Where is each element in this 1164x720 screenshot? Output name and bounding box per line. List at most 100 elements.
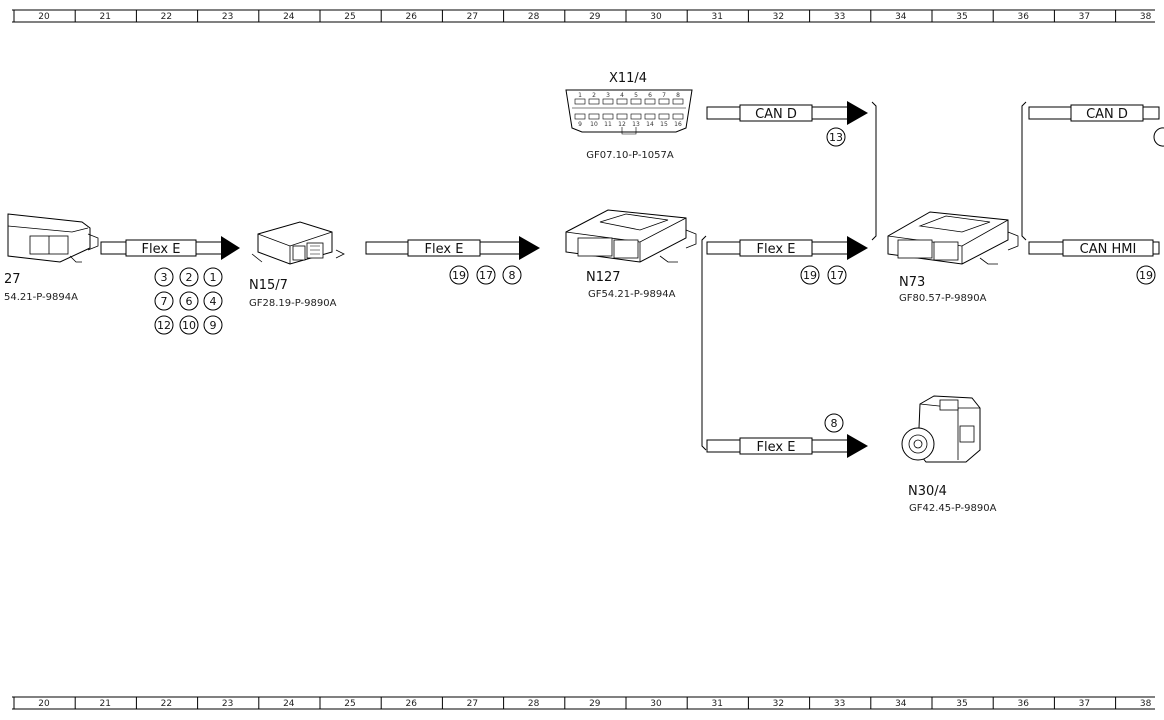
n127-code: GF54.21-P-9894A xyxy=(588,289,676,300)
pin-number: 7 xyxy=(662,92,666,99)
can-d-bus-1 xyxy=(706,101,868,125)
flex-e-bus-2 xyxy=(365,236,540,260)
n127-label: N127 xyxy=(586,270,621,285)
flex-e-label-1: Flex E xyxy=(142,242,181,257)
flex-e-bus-4 xyxy=(706,434,868,458)
marker: 6 xyxy=(186,295,193,308)
can-d-marker: 13 xyxy=(829,131,843,144)
ruler-label: 21 xyxy=(99,699,110,709)
flex-lower-marker-circle xyxy=(824,413,844,433)
n73-ecu-icon xyxy=(887,211,1019,265)
n30-4-abs-unit-icon xyxy=(901,395,981,463)
marker-group-1: 3 2 1 7 6 4 12 10 9 xyxy=(154,267,223,335)
n30-4-label: N30/4 xyxy=(908,484,947,499)
ruler-label: 20 xyxy=(38,12,50,22)
ruler-label: 30 xyxy=(650,12,662,22)
marker: 3 xyxy=(161,271,168,284)
ruler-label: 25 xyxy=(344,699,355,709)
marker-group-3: 19 17 xyxy=(800,265,847,285)
x11-4-pin-numbers: 1 2 3 4 5 6 7 8 9 10 11 12 13 14 15 16 xyxy=(578,92,682,128)
ruler-label: 38 xyxy=(1140,699,1152,709)
ruler-label: 24 xyxy=(283,12,295,22)
left-ecu-code: 54.21-P-9894A xyxy=(4,292,78,303)
marker: 10 xyxy=(182,319,196,332)
pin-number: 16 xyxy=(674,121,682,128)
ruler-label: 34 xyxy=(895,699,907,709)
flex-e-label-3: Flex E xyxy=(757,242,796,257)
ruler-label: 30 xyxy=(650,699,662,709)
marker: 19 xyxy=(803,269,817,282)
ruler-label: 36 xyxy=(1017,699,1029,709)
pin-number: 14 xyxy=(646,121,654,128)
n73-input-bracket xyxy=(871,101,877,241)
n73-output-bracket xyxy=(1021,101,1027,241)
n73-code: GF80.57-P-9890A xyxy=(899,293,987,304)
n15-7-module-icon xyxy=(251,221,345,265)
x11-4-code: GF07.10-P-1057A xyxy=(586,150,674,161)
marker: 8 xyxy=(509,269,516,282)
ruler-label: 32 xyxy=(773,12,784,22)
marker: 4 xyxy=(210,295,217,308)
ruler-label: 31 xyxy=(711,12,722,22)
ruler-label: 37 xyxy=(1079,12,1090,22)
n30-4-code: GF42.45-P-9890A xyxy=(909,503,997,514)
x11-4-diagnostic-connector-icon xyxy=(565,89,693,135)
pin-number: 5 xyxy=(634,92,638,99)
can-d-label-1: CAN D xyxy=(755,107,797,122)
ruler-label: 25 xyxy=(344,12,355,22)
ruler-label: 23 xyxy=(222,699,233,709)
ruler-label: 22 xyxy=(161,699,172,709)
can-d-marker-circle xyxy=(826,127,846,147)
flex-e-bus-3 xyxy=(706,236,868,260)
flex-e-bus-1 xyxy=(100,236,240,260)
pin-number: 3 xyxy=(606,92,610,99)
x11-4-label: X11/4 xyxy=(609,71,647,86)
flex-lower-marker: 8 xyxy=(831,417,838,430)
marker: 12 xyxy=(157,319,171,332)
ruler-label: 26 xyxy=(405,699,417,709)
flex-e-label-4: Flex E xyxy=(757,440,796,455)
ruler-label: 20 xyxy=(38,699,50,709)
ruler-label: 34 xyxy=(895,12,907,22)
marker: 9 xyxy=(210,319,217,332)
ruler-label: 24 xyxy=(283,699,295,709)
ruler-label: 29 xyxy=(589,12,601,22)
n15-7-code: GF28.19-P-9890A xyxy=(249,298,337,309)
ruler-label: 27 xyxy=(467,699,478,709)
marker: 19 xyxy=(452,269,466,282)
ruler-label: 27 xyxy=(467,12,478,22)
pin-number: 15 xyxy=(660,121,668,128)
n15-7-label: N15/7 xyxy=(249,278,288,293)
can-d-label-2: CAN D xyxy=(1086,107,1128,122)
ruler-label: 38 xyxy=(1140,12,1152,22)
ruler-label: 35 xyxy=(956,12,967,22)
n73-label: N73 xyxy=(899,275,925,290)
ruler-label: 29 xyxy=(589,699,601,709)
pin-number: 10 xyxy=(590,121,598,128)
ruler-label: 21 xyxy=(99,12,110,22)
ruler-label: 35 xyxy=(956,699,967,709)
ruler-label: 22 xyxy=(161,12,172,22)
n127-ecu-icon xyxy=(565,209,697,263)
flex-e-label-2: Flex E xyxy=(425,242,464,257)
ruler-label: 26 xyxy=(405,12,417,22)
pin-number: 4 xyxy=(620,92,624,99)
marker: 7 xyxy=(161,295,168,308)
marker: 17 xyxy=(830,269,844,282)
pin-number: 12 xyxy=(618,121,626,128)
pin-number: 11 xyxy=(604,121,612,128)
can-hmi-label: CAN HMI xyxy=(1080,242,1137,257)
pin-number: 13 xyxy=(632,121,640,128)
pin-number: 9 xyxy=(578,121,582,128)
left-partial-ecu-icon xyxy=(7,213,99,263)
can-hmi-bus xyxy=(1028,239,1160,285)
ruler-label: 33 xyxy=(834,12,845,22)
pin-number: 1 xyxy=(578,92,582,99)
left-ecu-label: 27 xyxy=(4,272,21,287)
branch-bracket xyxy=(701,235,707,451)
pin-number: 2 xyxy=(592,92,596,99)
marker: 2 xyxy=(186,271,193,284)
